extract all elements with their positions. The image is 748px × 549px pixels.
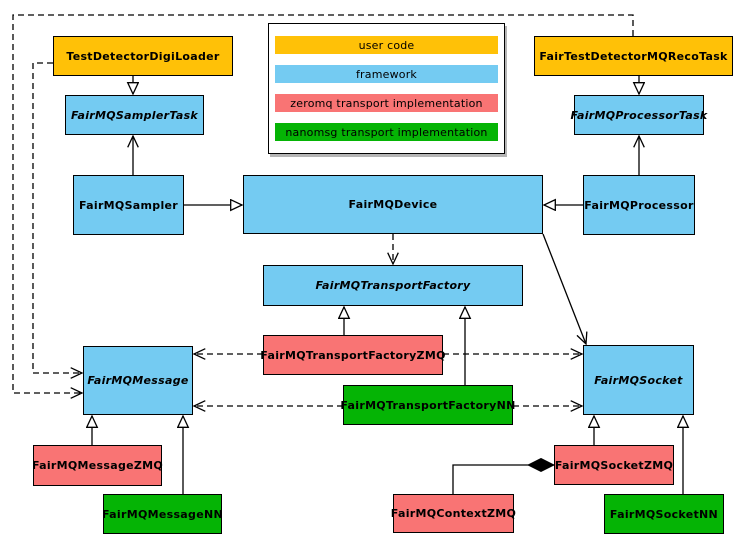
node-fairmqtransportfactorynn: FairMQTransportFactoryNN (340, 385, 515, 425)
diagram-edges (12, 14, 683, 494)
edge-recotask-depends-message (12, 14, 634, 399)
node-fairmqprocessortask: FairMQProcessorTask (570, 95, 707, 135)
node-fairmqcontextzmq: FairMQContextZMQ (391, 494, 516, 533)
legend-item-user-code: user code (275, 36, 498, 54)
edge-device-uses-socket (542, 233, 588, 346)
edge-socketzmq-owns-contextzmq (452, 465, 554, 494)
node-fairmqtransportfactoryzmq: FairMQTransportFactoryZMQ (260, 335, 445, 375)
edge-digiloader-depends-message (32, 62, 84, 379)
node-fairmqsocket: FairMQSocket (583, 345, 694, 415)
node-testdetectordigiloader: TestDetectorDigiLoader (53, 36, 233, 76)
node-fairmqprocessor: FairMQProcessor (583, 175, 695, 235)
node-fairmqsamplertask: FairMQSamplerTask (65, 95, 204, 135)
node-fairmqmessagenn: FairMQMessageNN (102, 494, 223, 534)
legend: user code framework zeromq transport imple… (268, 23, 505, 154)
legend-item-nanomsg: nanomsg transport implementation (275, 123, 498, 141)
legend-item-zeromq: zeromq transport implementation (275, 94, 498, 112)
node-fairmqsampler: FairMQSampler (73, 175, 184, 235)
legend-item-framework: framework (275, 65, 498, 83)
node-fairtestdetectormqrecotask: FairTestDetectorMQRecoTask (534, 36, 733, 76)
node-fairmqmessage: FairMQMessage (83, 346, 193, 415)
node-fairmqtransportfactory: FairMQTransportFactory (263, 265, 523, 306)
node-fairmqmessagezmq: FairMQMessageZMQ (32, 445, 163, 486)
node-fairmqsocketzmq: FairMQSocketZMQ (554, 445, 674, 485)
node-fairmqdevice: FairMQDevice (243, 175, 543, 234)
node-fairmqsocketnn: FairMQSocketNN (604, 494, 724, 534)
